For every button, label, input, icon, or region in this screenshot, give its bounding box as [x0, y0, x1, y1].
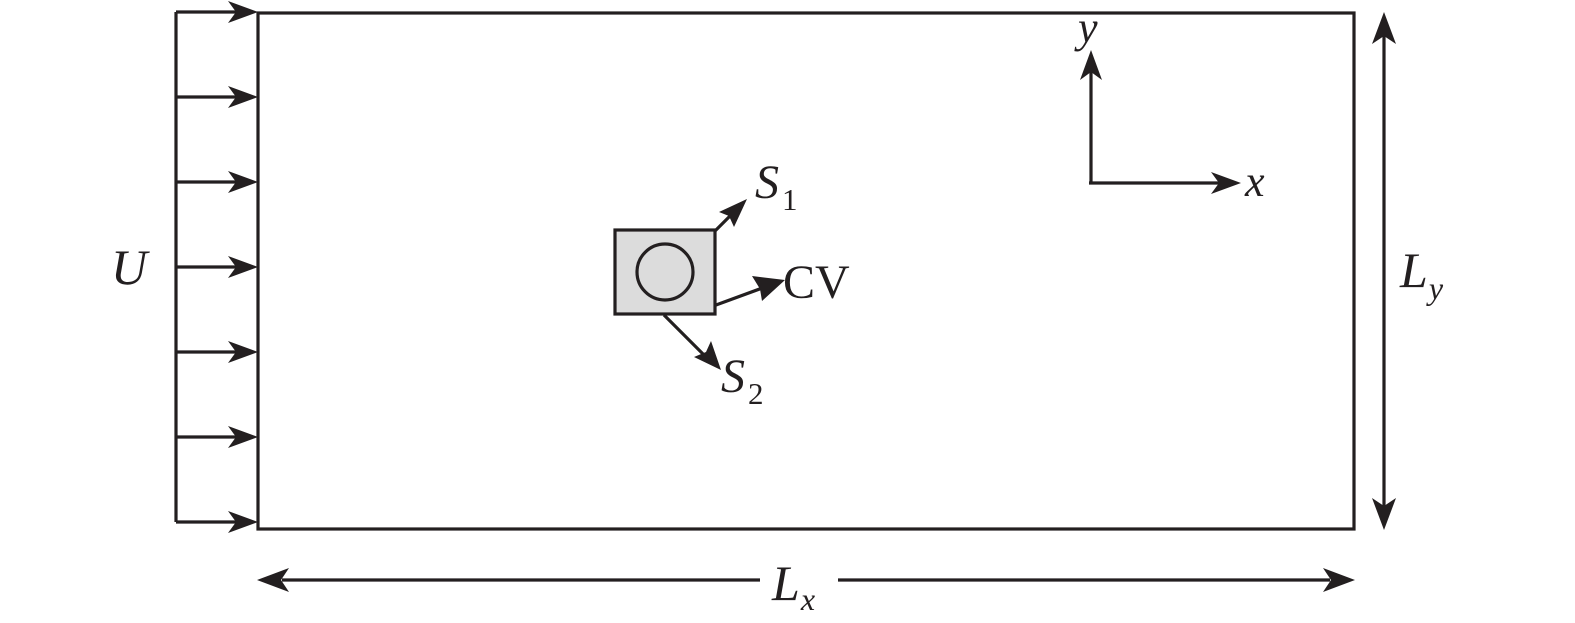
- inflow-velocity-label: U: [111, 239, 150, 295]
- domain-height-dimension: [1372, 12, 1396, 530]
- domain-boundary: [256, 11, 1356, 531]
- inflow-arrow: [176, 511, 258, 533]
- inflow-arrow: [176, 256, 258, 278]
- inflow-profile: [174, 1, 258, 533]
- inflow-arrow: [176, 1, 258, 23]
- control-volume-label: CV: [783, 256, 850, 309]
- x-axis-arrow: [1089, 172, 1241, 194]
- coordinate-axes: [1080, 50, 1241, 194]
- surface1-label-subscript: 1: [782, 182, 798, 217]
- surface1-pointer: [713, 199, 747, 233]
- inflow-arrow: [176, 86, 258, 108]
- surface2-pointer: [662, 313, 721, 370]
- surface2-label: S2: [721, 350, 764, 411]
- x-axis-label: x: [1244, 157, 1265, 206]
- y-axis-label: y: [1074, 3, 1098, 52]
- inflow-arrow: [176, 171, 258, 193]
- surface2-label-subscript: 2: [748, 376, 764, 411]
- domain-height-label-subscript: y: [1426, 270, 1444, 306]
- y-axis-arrow: [1080, 50, 1102, 183]
- domain-height-label: Ly: [1399, 242, 1444, 306]
- inflow-arrow: [176, 341, 258, 363]
- inflow-arrow: [176, 426, 258, 448]
- domain-width-dimension: [257, 568, 1355, 592]
- surface1-label: S1: [755, 156, 798, 217]
- domain-width-label-subscript: x: [800, 581, 815, 617]
- cylinder: [635, 242, 695, 302]
- domain-width-label: Lx: [771, 555, 815, 617]
- control-volume-pointer: [715, 276, 785, 307]
